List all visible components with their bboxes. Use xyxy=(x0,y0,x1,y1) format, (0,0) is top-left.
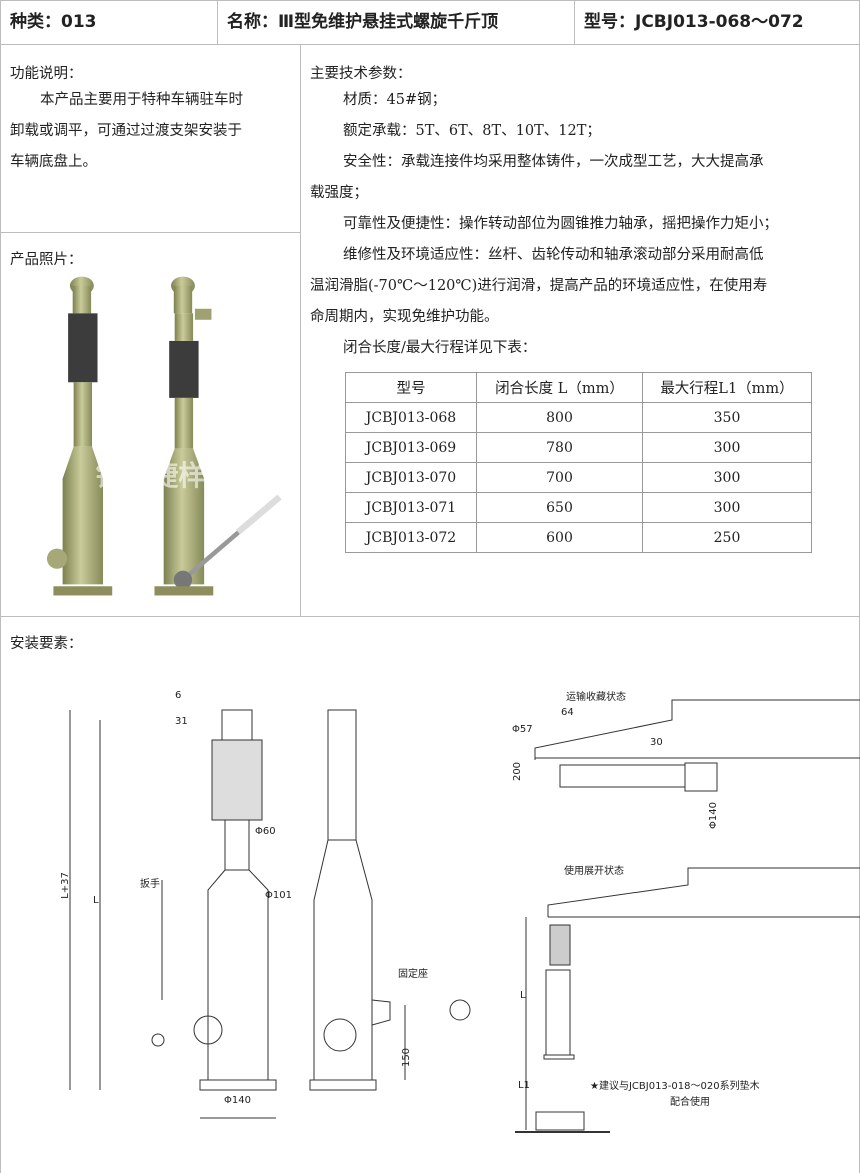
col-closed-length: 闭合长度 L（mm） xyxy=(476,372,643,403)
product-name: 名称：Ⅲ型免维护悬挂式螺旋千斤顶 xyxy=(227,12,499,32)
mount-label: 固定座 xyxy=(398,969,428,980)
cell-stroke: 300 xyxy=(642,462,812,493)
dim-l: L xyxy=(93,895,99,906)
border-top xyxy=(0,0,860,1)
dim-l-deploy: L xyxy=(520,990,526,1001)
side-view xyxy=(309,709,471,1091)
category-label: 种类：013 xyxy=(10,12,97,32)
cell-length: 780 xyxy=(476,432,643,463)
table-header-row: 型号 闭合长度 L（mm） 最大行程L1（mm） xyxy=(345,372,812,403)
function-line: 车辆底盘上。 xyxy=(10,154,97,170)
cell-model: JCBJ013-068 xyxy=(345,402,477,433)
spec-line: 安全性：承载连接件均采用整体铸件，一次成型工艺，大大提高承 xyxy=(343,154,764,170)
dim-64: 64 xyxy=(561,707,574,718)
spec-line: 材质：45#钢； xyxy=(343,92,447,108)
cell-model: JCBJ013-072 xyxy=(345,522,477,553)
border-left xyxy=(0,0,1,1173)
main-col-divider xyxy=(300,44,301,616)
cell-length: 700 xyxy=(476,462,643,493)
cell-model: JCBJ013-071 xyxy=(345,492,477,523)
jack-photo-left xyxy=(46,276,113,596)
spec-line: 载强度； xyxy=(310,185,368,201)
cell-model: JCBJ013-070 xyxy=(345,462,477,493)
dim-phi140-transport: Φ140 xyxy=(707,802,719,829)
spec-line: 闭合长度/最大行程详见下表： xyxy=(343,340,537,356)
deploy-view xyxy=(515,867,860,1133)
function-photo-divider xyxy=(0,232,300,233)
dim-phi57: Φ57 xyxy=(512,724,533,735)
cell-model: JCBJ013-069 xyxy=(345,432,477,463)
dim-phi140: Φ140 xyxy=(224,1095,251,1106)
spec-line: 维修性及环境适应性：丝杆、齿轮传动和轴承滚动部分采用耐高低 xyxy=(343,247,764,263)
col-max-stroke: 最大行程L1（mm） xyxy=(642,372,812,403)
spec-line: 温润滑脂(-70℃～120℃)进行润滑，提高产品的环境适应性，在使用寿 xyxy=(310,278,768,294)
product-photo: 镇江捷样 xyxy=(46,276,282,596)
dim-phi101: Φ101 xyxy=(265,890,292,901)
specs-title: 主要技术参数： xyxy=(310,66,412,82)
dim-150: 150 xyxy=(401,1047,413,1068)
install-divider xyxy=(0,616,860,617)
deploy-title: 使用展开状态 xyxy=(564,866,624,877)
function-line: 卸载或调平，可通过过渡支架安装于 xyxy=(10,123,242,139)
header-col-1 xyxy=(217,0,218,44)
dim-6: 6 xyxy=(175,690,182,701)
cell-length: 650 xyxy=(476,492,643,523)
col-model: 型号 xyxy=(345,372,477,403)
installation-drawing xyxy=(69,699,860,1133)
cell-length: 800 xyxy=(476,402,643,433)
pad-note-line1: ★建议与JCBJ013-018～020系列垫木 xyxy=(590,1081,760,1092)
header-col-2 xyxy=(574,0,575,44)
spec-line: 命周期内，实现免维护功能。 xyxy=(310,309,499,325)
dim-phi60: Φ60 xyxy=(255,826,276,837)
model-number: 型号：JCBJ013-068～072 xyxy=(584,12,804,32)
header-divider xyxy=(0,44,860,45)
cell-stroke: 300 xyxy=(642,432,812,463)
function-title: 功能说明： xyxy=(10,66,83,82)
transport-title: 运输收藏状态 xyxy=(566,692,626,703)
photo-title: 产品照片： xyxy=(10,252,83,268)
pad-note-line2: 配合使用 xyxy=(670,1097,710,1108)
dim-l1: L1 xyxy=(518,1080,530,1091)
watermark: 镇江捷样 xyxy=(96,460,206,492)
cell-stroke: 300 xyxy=(642,492,812,523)
front-view xyxy=(69,709,406,1119)
cell-length: 600 xyxy=(476,522,643,553)
transport-view xyxy=(534,699,860,792)
install-title: 安装要素： xyxy=(10,636,83,652)
dim-30: 30 xyxy=(650,737,663,748)
dim-31: 31 xyxy=(175,716,188,727)
wrench-label: 扳手 xyxy=(140,879,160,890)
jack-photo-right xyxy=(154,276,282,596)
dim-200: 200 xyxy=(512,761,524,782)
spec-line: 可靠性及便捷性：操作转动部位为圆锥推力轴承，摇把操作力矩小； xyxy=(343,216,778,232)
spec-line: 额定承载：5T、6T、8T、10T、12T； xyxy=(343,123,601,139)
function-line: 本产品主要用于特种车辆驻车时 xyxy=(40,92,243,108)
cell-stroke: 250 xyxy=(642,522,812,553)
cell-stroke: 350 xyxy=(642,402,812,433)
dim-l-plus-37: L+37 xyxy=(59,872,71,899)
